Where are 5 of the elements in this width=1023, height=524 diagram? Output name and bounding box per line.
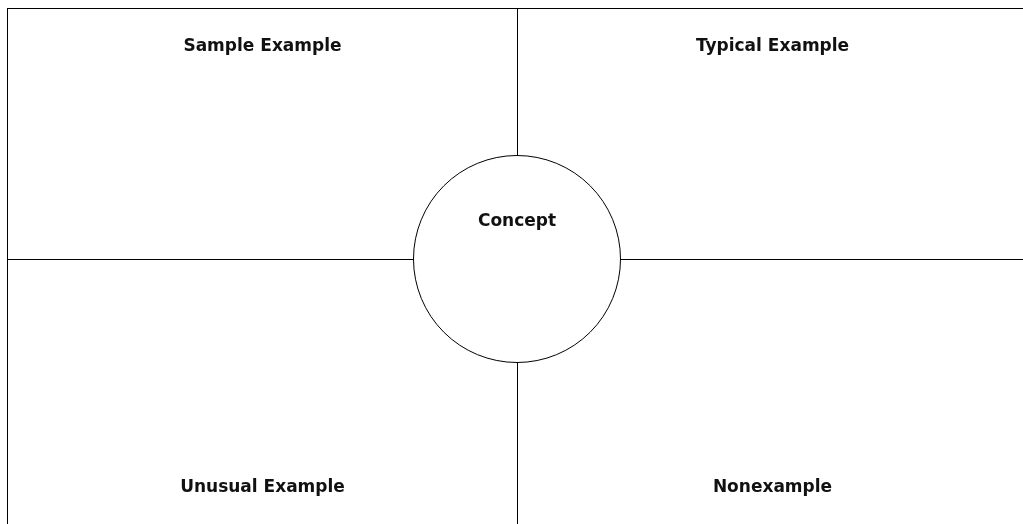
quadrant-heading: Typical Example <box>695 35 850 55</box>
concept-label: Concept <box>477 210 557 230</box>
quadrant-heading: Sample Example <box>183 35 342 55</box>
quadrant-heading: Nonexample <box>712 476 833 496</box>
quadrant-heading: Unusual Example <box>180 476 345 496</box>
